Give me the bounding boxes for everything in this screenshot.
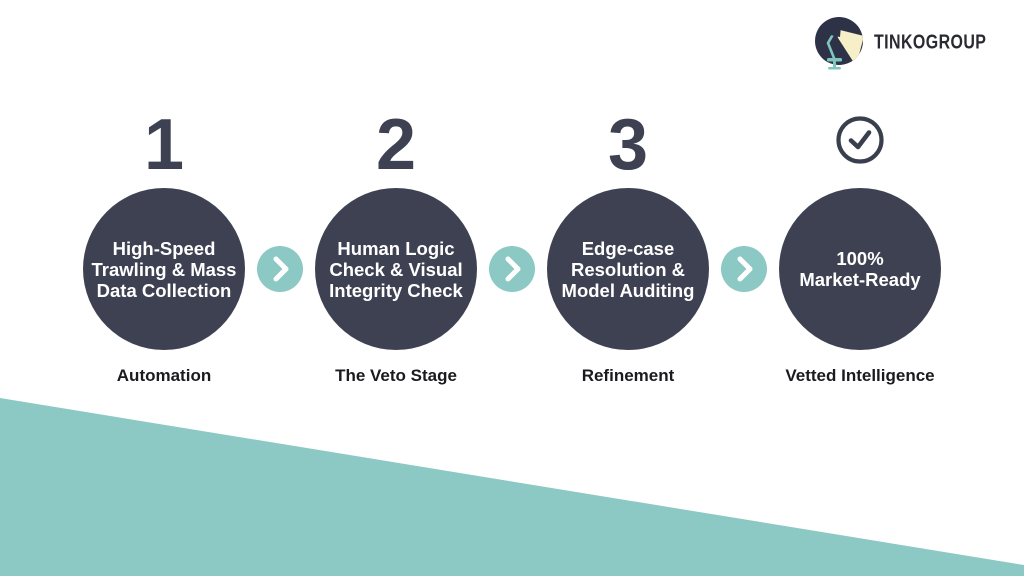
brand-logo: TINKOGROUP [814,16,1008,70]
step-title: Human Logic Check & Visual Integrity Che… [329,237,463,301]
step-circle: 100% Market-Ready [779,188,941,350]
step-number: 1 [143,105,185,185]
chevron-right-icon [489,246,535,292]
step-title: Edge-case Resolution & Model Auditing [561,237,695,301]
chevron-right-icon [721,246,767,292]
process-step-2: 2 Human Logic Check & Visual Integrity C… [280,102,512,386]
step-circle: High-Speed Trawling & Mass Data Collecti… [83,188,245,350]
step-number: 2 [375,105,417,185]
step-title: High-Speed Trawling & Mass Data Collecti… [91,237,237,301]
brand-name: TINKOGROUP [874,31,987,54]
step-label: Refinement [581,366,675,385]
process-step-1: 1 High-Speed Trawling & Mass Data Collec… [48,102,280,386]
chevron-right-icon [257,246,303,292]
step-number: 3 [607,105,649,185]
process-step-3: 3 Edge-case Resolution & Model Auditing … [512,102,744,386]
step-label: The Veto Stage [335,366,457,385]
step-title: 100% Market-Ready [799,248,921,290]
step-label: Vetted Intelligence [785,366,935,385]
check-circle-icon [836,116,884,164]
step-circle: Human Logic Check & Visual Integrity Che… [315,188,477,350]
step-header [744,102,976,188]
desk-lamp-icon [815,17,864,70]
step-circle: Edge-case Resolution & Model Auditing [547,188,709,350]
step-label: Automation [116,366,212,385]
process-step-4: 100% Market-Ready Vetted Intelligence [744,102,976,386]
